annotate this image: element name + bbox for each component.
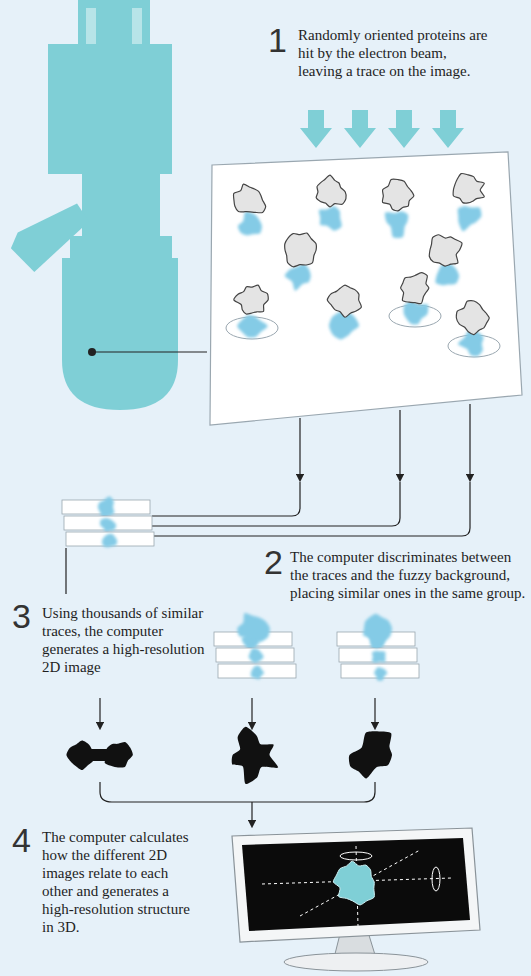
microscope-chamber bbox=[62, 258, 178, 410]
microscope-head bbox=[78, 0, 150, 48]
trace bbox=[237, 315, 268, 338]
trace-stack bbox=[341, 664, 419, 681]
microscope-eyepiece bbox=[5, 202, 97, 276]
annotation-text: Using thousands of similar traces, the c… bbox=[42, 604, 208, 676]
trace bbox=[238, 211, 262, 235]
monitor bbox=[232, 828, 480, 971]
trace-stack bbox=[62, 496, 150, 518]
arrows bbox=[100, 698, 375, 824]
protein bbox=[453, 173, 484, 203]
microscope bbox=[0, 0, 178, 410]
class-average bbox=[66, 740, 132, 770]
callout-number: 1 bbox=[268, 22, 298, 58]
callout-number: 4 bbox=[12, 822, 40, 858]
microscope-detail bbox=[86, 8, 142, 44]
annotation-text: Randomly oriented proteins are hit by th… bbox=[298, 26, 490, 80]
protein bbox=[401, 273, 429, 304]
protein bbox=[456, 301, 489, 335]
3d-structure bbox=[333, 861, 374, 905]
trace bbox=[237, 613, 270, 642]
microscope-column bbox=[82, 170, 160, 240]
protein bbox=[316, 175, 346, 207]
annotation-text: The computer calculates how the differen… bbox=[42, 828, 202, 936]
trace bbox=[458, 206, 482, 231]
callout-number: 3 bbox=[12, 598, 40, 634]
trace bbox=[404, 301, 429, 325]
class-average bbox=[343, 731, 398, 778]
sample-grid bbox=[210, 152, 522, 425]
protein bbox=[429, 235, 462, 266]
trace-stack bbox=[64, 516, 152, 532]
protein bbox=[327, 285, 361, 317]
electron-beam bbox=[300, 110, 464, 148]
leader-line bbox=[92, 351, 207, 352]
trace-stack bbox=[218, 664, 296, 680]
leader-lines bbox=[66, 404, 470, 594]
trace bbox=[435, 263, 459, 285]
callout-number: 2 bbox=[264, 544, 290, 580]
trace bbox=[285, 264, 311, 291]
trace bbox=[319, 206, 342, 231]
trace bbox=[363, 614, 392, 649]
microscope-body bbox=[48, 44, 172, 174]
trace-stack bbox=[66, 532, 154, 547]
microscope-collar bbox=[70, 236, 172, 258]
trace-stack bbox=[339, 648, 417, 663]
annotation-text: The computer discriminates between the t… bbox=[290, 548, 526, 602]
protein bbox=[382, 179, 414, 211]
protein bbox=[234, 285, 268, 314]
protein bbox=[233, 184, 265, 213]
protein bbox=[285, 233, 317, 267]
class-average bbox=[232, 727, 278, 784]
trace bbox=[385, 211, 408, 238]
trace-stack bbox=[216, 648, 294, 663]
